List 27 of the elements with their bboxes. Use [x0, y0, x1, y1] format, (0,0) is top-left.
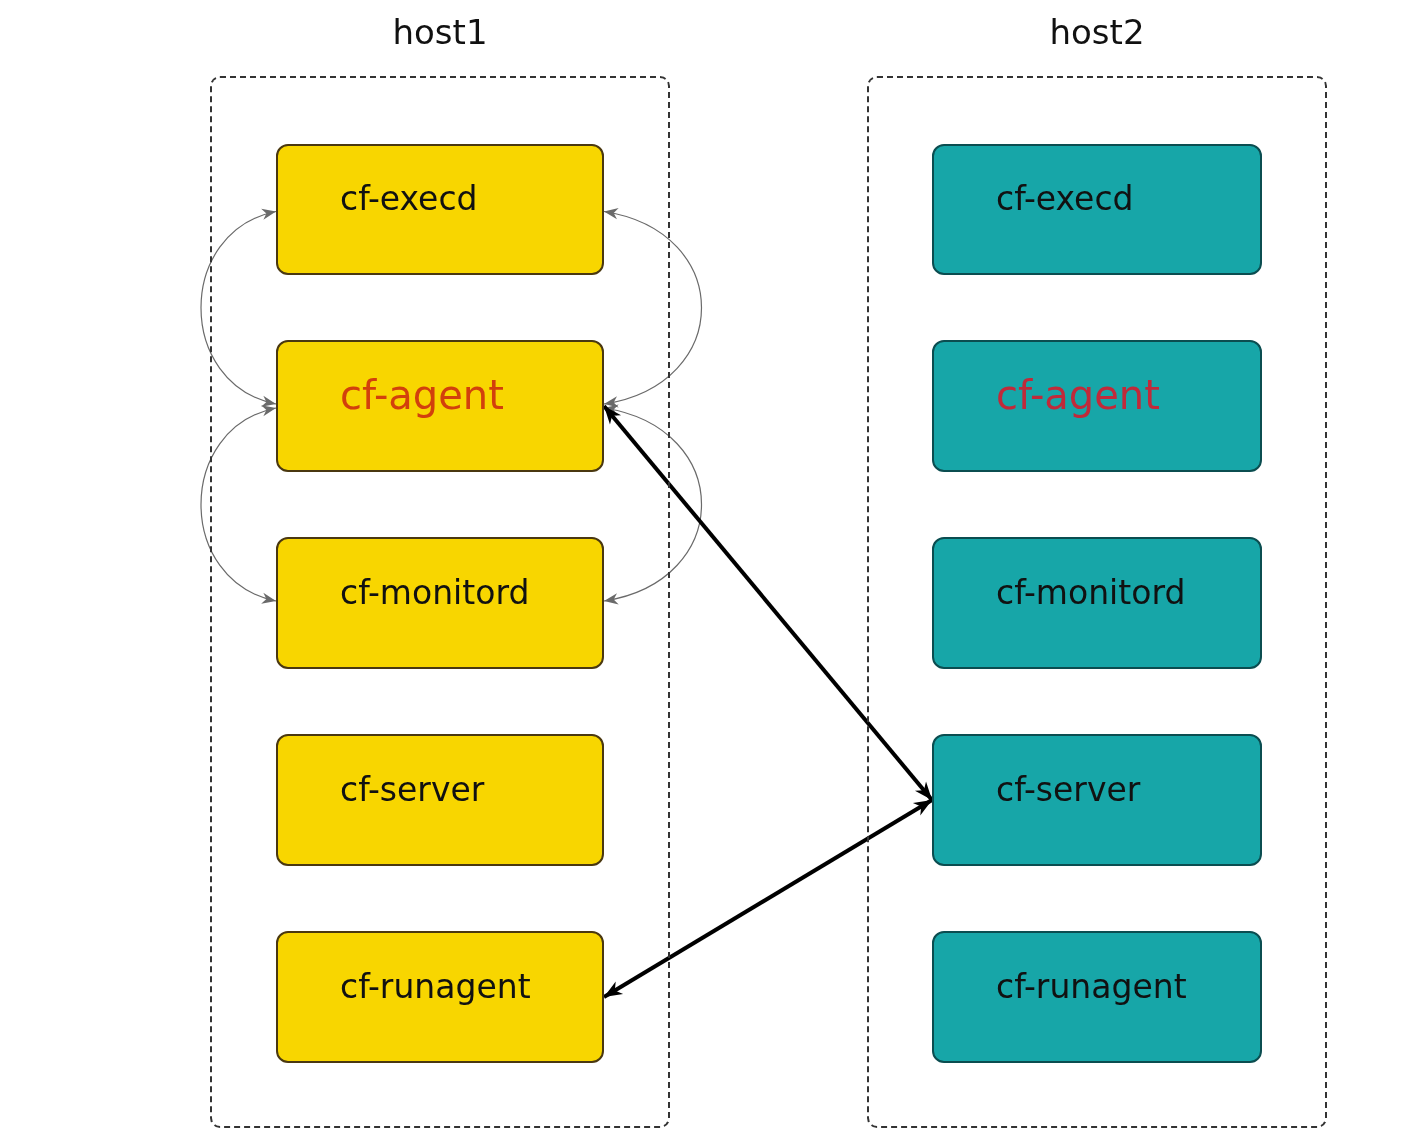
process-name: cf-execd [340, 179, 478, 218]
arrow [602, 798, 934, 999]
arrow [603, 209, 703, 406]
process-name: cf-monitord [996, 572, 1186, 612]
process-box [932, 537, 1262, 669]
process-name: cf-execd [996, 179, 1134, 218]
process-box [276, 537, 604, 669]
process-box [932, 734, 1262, 866]
process-box [932, 931, 1262, 1063]
process-box [932, 340, 1262, 472]
process-box [276, 144, 604, 275]
host-heading: host1 [391, 12, 489, 52]
process-box [932, 144, 1262, 275]
process-box [276, 931, 604, 1063]
arrow [603, 406, 703, 603]
process-name: cf-agent [340, 372, 504, 418]
arrow [200, 407, 277, 602]
process-name: cf-server [996, 769, 1141, 809]
process-name: cf-monitord [340, 572, 530, 612]
process-name: cf-runagent [996, 966, 1187, 1006]
process-box [276, 734, 604, 866]
arrow [200, 210, 277, 405]
host-heading: host2 [1048, 12, 1146, 52]
process-box [276, 340, 604, 472]
process-name: cf-runagent [340, 966, 531, 1006]
process-name: cf-server [340, 769, 485, 809]
process-name: cf-agent [996, 372, 1160, 418]
